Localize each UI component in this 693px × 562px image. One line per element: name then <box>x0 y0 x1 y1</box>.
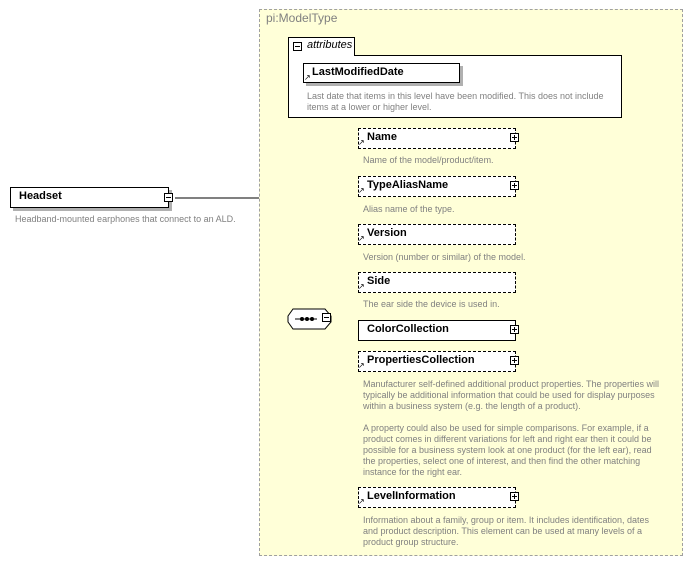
element-description: The ear side the device is used in. <box>363 299 500 309</box>
root-element-headset[interactable]: Headset <box>10 187 169 208</box>
reference-arrow-icon: ↗ <box>304 73 311 82</box>
reference-arrow-icon: ↗ <box>358 138 365 147</box>
element-propertiescollection[interactable]: PropertiesCollection <box>358 351 516 372</box>
attribute-lastmodifieddate[interactable]: LastModifiedDate <box>303 63 460 83</box>
element-description: Version (number or similar) of the model… <box>363 252 526 262</box>
element-description: Alias name of the type. <box>363 204 455 214</box>
element-description: Name of the model/product/item. <box>363 155 494 165</box>
element-description: Information about a family, group or ite… <box>363 515 649 547</box>
expand-icon[interactable] <box>510 325 519 334</box>
attribute-description: Last date that items in this level have … <box>307 91 604 112</box>
collapse-sequence-icon[interactable] <box>322 313 331 322</box>
attributes-label: attributes <box>307 39 353 51</box>
element-description: Manufacturer self-defined additional pro… <box>363 379 659 477</box>
attributes-tab <box>288 37 355 56</box>
sequence-compositor-icon[interactable] <box>287 308 333 330</box>
element-name[interactable]: Name <box>358 128 516 149</box>
root-element-description: Headband-mounted earphones that connect … <box>15 214 236 224</box>
reference-arrow-icon: ↗ <box>358 186 365 195</box>
element-levelinformation[interactable]: LevelInformation <box>358 487 516 508</box>
element-version[interactable]: Version <box>358 224 516 245</box>
element-label: ColorCollection <box>367 323 449 335</box>
collapse-attributes-icon[interactable] <box>293 42 302 51</box>
attribute-label: LastModifiedDate <box>312 66 404 78</box>
expand-icon[interactable] <box>510 181 519 190</box>
reference-arrow-icon: ↗ <box>358 361 365 370</box>
expand-icon[interactable] <box>510 356 519 365</box>
element-colorcollection[interactable]: ColorCollection <box>358 320 516 341</box>
element-typealiasname[interactable]: TypeAliasName <box>358 176 516 197</box>
expand-icon[interactable] <box>510 133 519 142</box>
reference-arrow-icon: ↗ <box>358 282 365 291</box>
element-label: TypeAliasName <box>367 179 449 191</box>
reference-arrow-icon: ↗ <box>358 497 365 506</box>
reference-arrow-icon: ↗ <box>358 234 365 243</box>
collapse-icon[interactable] <box>164 193 173 202</box>
expand-icon[interactable] <box>510 492 519 501</box>
root-element-label: Headset <box>19 190 62 202</box>
element-label: Version <box>367 227 407 239</box>
element-label: Side <box>367 275 391 287</box>
type-name: pi:ModelType <box>266 11 338 25</box>
element-label: Name <box>367 131 397 143</box>
element-side[interactable]: Side <box>358 272 516 293</box>
element-label: LevelInformation <box>367 490 456 502</box>
element-label: PropertiesCollection <box>367 354 475 366</box>
